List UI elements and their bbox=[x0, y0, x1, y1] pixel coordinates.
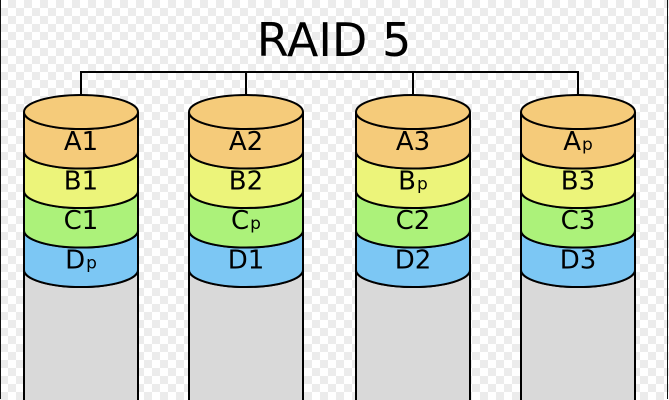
disk-empty-space bbox=[520, 269, 636, 400]
parity-subscript: p bbox=[250, 214, 261, 234]
block-letter: A1 bbox=[64, 127, 98, 157]
block-letter: D bbox=[65, 245, 85, 275]
disk-top-cap bbox=[355, 94, 471, 130]
block-letter: B3 bbox=[561, 166, 595, 196]
parity-block-label: Ap bbox=[563, 127, 593, 157]
data-block-label: D1 bbox=[228, 245, 265, 275]
disk-top-cap bbox=[188, 94, 304, 130]
block-letter: B2 bbox=[229, 166, 263, 196]
disk-top-cap bbox=[520, 94, 636, 130]
block-letter: D1 bbox=[228, 245, 265, 275]
parity-subscript: p bbox=[86, 253, 97, 273]
disk-empty-space bbox=[355, 269, 471, 400]
block-letter: D2 bbox=[395, 245, 432, 275]
data-block-label: B3 bbox=[561, 166, 595, 196]
data-block-label: B1 bbox=[64, 166, 98, 196]
parity-subscript: p bbox=[417, 174, 428, 194]
diagram-title: RAID 5 bbox=[257, 13, 411, 67]
disk-empty-space bbox=[188, 269, 304, 400]
data-block-label: C2 bbox=[396, 206, 431, 236]
parity-block-label: Dp bbox=[65, 245, 97, 275]
data-block-label: A2 bbox=[229, 127, 263, 157]
block-letter: C bbox=[231, 206, 249, 236]
data-block-label: A3 bbox=[396, 127, 430, 157]
block-letter: B bbox=[398, 166, 416, 196]
data-block-label: B2 bbox=[229, 166, 263, 196]
block-letter: D3 bbox=[560, 245, 597, 275]
parity-subscript: p bbox=[582, 135, 593, 155]
disk-empty-space bbox=[23, 269, 139, 400]
block-letter: C3 bbox=[561, 206, 596, 236]
connector-lines bbox=[80, 71, 579, 112]
block-letter: C1 bbox=[64, 206, 99, 236]
parity-block-label: Bp bbox=[398, 166, 428, 196]
data-block-label: D2 bbox=[395, 245, 432, 275]
data-block-label: A1 bbox=[64, 127, 98, 157]
block-letter: C2 bbox=[396, 206, 431, 236]
block-letter: A3 bbox=[396, 127, 430, 157]
parity-block-label: Cp bbox=[231, 206, 261, 236]
block-letter: A2 bbox=[229, 127, 263, 157]
data-block-label: C1 bbox=[64, 206, 99, 236]
block-letter: B1 bbox=[64, 166, 98, 196]
data-block-label: D3 bbox=[560, 245, 597, 275]
block-letter: A bbox=[563, 127, 581, 157]
disk-top-cap bbox=[23, 94, 139, 130]
bus-connector-line bbox=[80, 71, 579, 112]
data-block-label: C3 bbox=[561, 206, 596, 236]
